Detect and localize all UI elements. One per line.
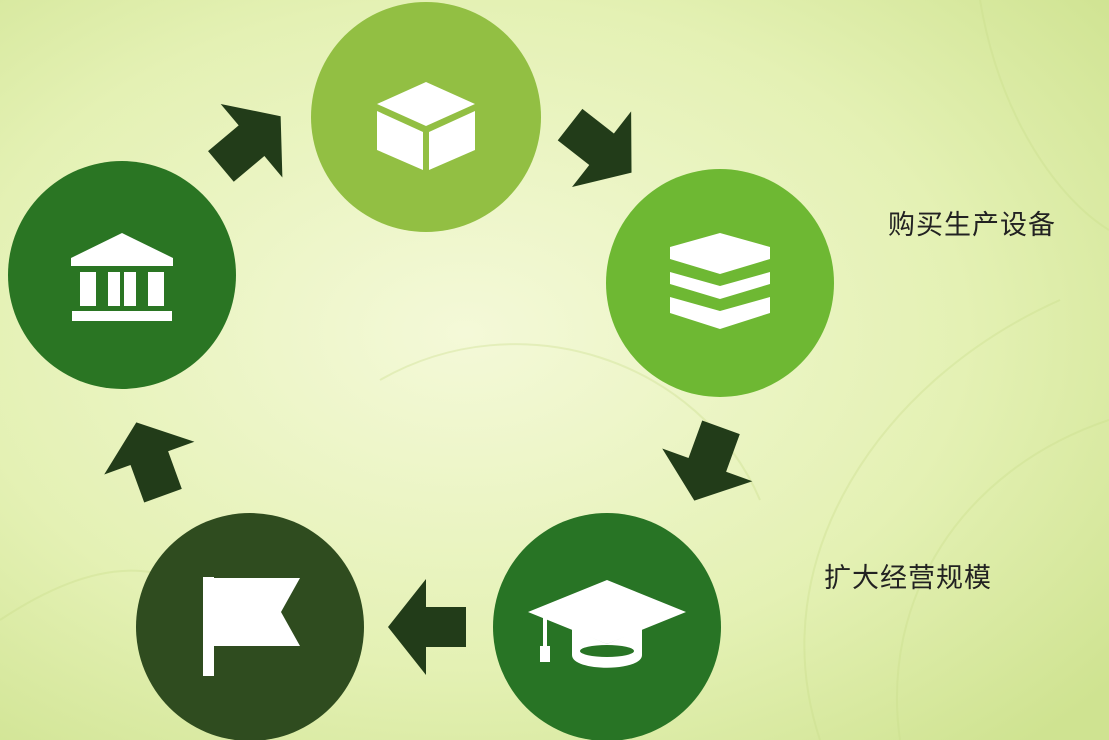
arrow-institution-to-box: [190, 79, 312, 204]
layers-icon: [670, 233, 770, 329]
label-purchase-equipment: 购买生产设备: [888, 210, 1056, 241]
arrow-education-to-flag: [388, 579, 466, 675]
cycle-node-institution: [8, 161, 236, 389]
cycle-node-flag: [136, 513, 364, 740]
cube-icon: [377, 82, 475, 170]
cycle-node-education: [493, 513, 721, 740]
flag-icon: [203, 577, 300, 676]
arrow-box-to-layers: [540, 86, 662, 211]
label-expand-operations: 扩大经营规模: [824, 563, 992, 594]
graduation-cap-icon: [528, 580, 686, 668]
arrow-flag-to-institution: [91, 405, 209, 513]
bank-icon: [71, 233, 173, 321]
cycle-node-box: [311, 2, 541, 232]
cycle-node-layers: [606, 169, 834, 397]
arrow-layers-to-education: [649, 410, 767, 518]
